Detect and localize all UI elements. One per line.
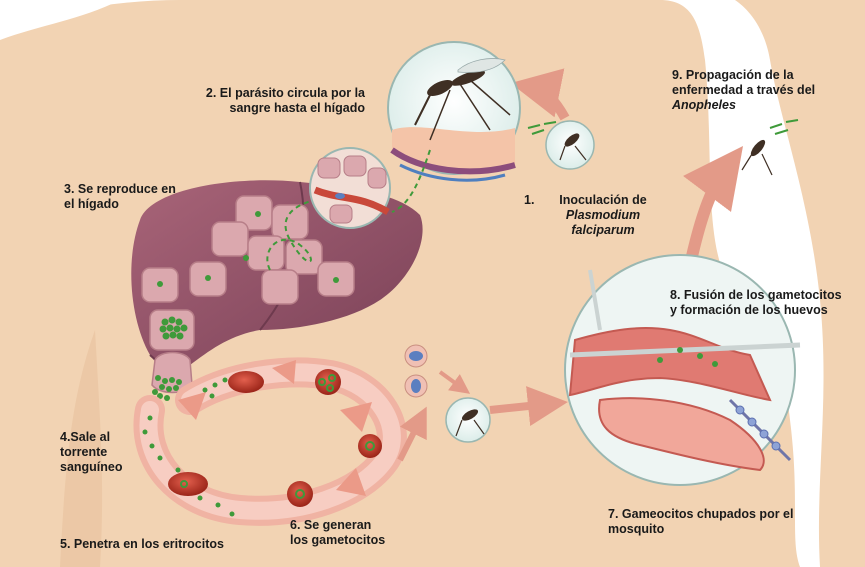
step-4-label: 4.Sale al torrente sanguíneo <box>60 430 123 474</box>
step-1-number: 1. <box>524 193 535 207</box>
anopheles-mosquito <box>741 119 799 176</box>
liver-cells <box>141 195 355 351</box>
step-8-label: 8. Fusión de los gametocitos y formación… <box>670 288 842 317</box>
lens-liver-vessel <box>309 147 431 229</box>
flow-arrows <box>397 68 743 462</box>
lens-mosquito-gut <box>564 254 801 486</box>
step-2-label: 2. El parásito circula por la sangre has… <box>205 86 365 115</box>
gametocytes <box>404 344 428 398</box>
lens-mosquito-bite <box>387 41 521 182</box>
schizont-cluster <box>159 316 188 340</box>
step-9-label: 9. Propagación de la enfermedad a través… <box>672 68 816 112</box>
step-1-label: Inoculación de Plasmodium falciparum <box>559 193 647 237</box>
liver-parasites <box>157 211 339 340</box>
release-bulb <box>151 351 193 401</box>
lens-small-mosquito-inoculation <box>527 120 595 170</box>
merozoites <box>142 377 235 517</box>
step-5-label: 5. Penetra en los eritrocitos <box>60 537 224 551</box>
lens-small-mosquito-uptake <box>445 397 491 443</box>
step-7-label: 7. Gameocitos chupados por el mosquito <box>608 507 794 536</box>
step-3-label: 3. Se reproduce en el hígado <box>64 182 176 211</box>
step-6-label: 6. Se generan los gametocitos <box>290 518 386 547</box>
red-blood-cells <box>168 369 382 507</box>
